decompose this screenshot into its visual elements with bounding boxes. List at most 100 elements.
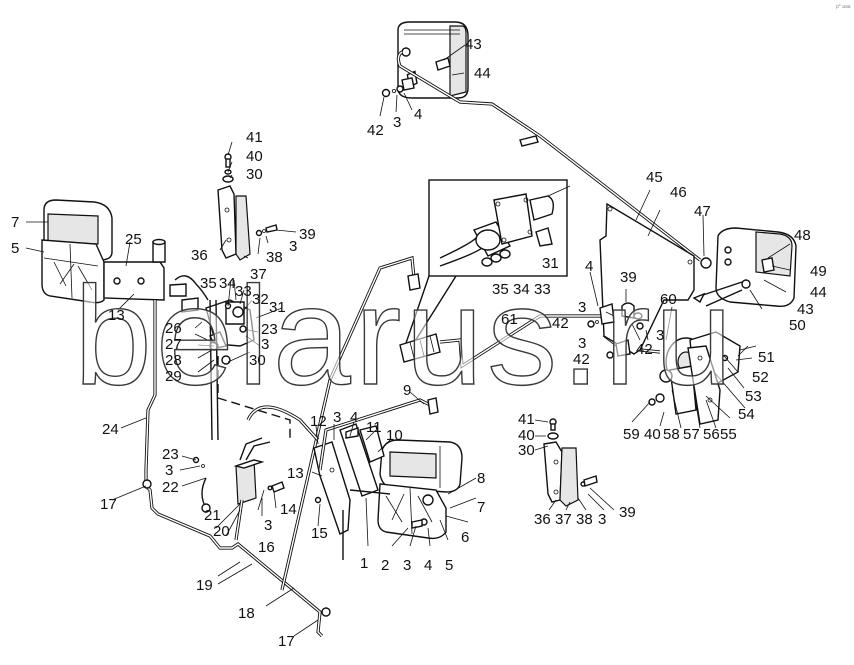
part-label: 44 bbox=[810, 284, 827, 301]
part-label: 7 bbox=[11, 214, 20, 231]
part-label: 13 bbox=[287, 465, 304, 482]
part-label: 18 bbox=[238, 605, 255, 622]
part-label: 48 bbox=[794, 227, 811, 244]
part-label: 60 bbox=[660, 291, 677, 308]
part-label: 34 bbox=[219, 275, 236, 292]
part-label: 9 bbox=[403, 382, 412, 399]
part-label: 44 bbox=[474, 65, 491, 82]
part-label: 3 bbox=[578, 299, 587, 316]
part-label: 42 bbox=[552, 315, 569, 332]
part-label: 21 bbox=[204, 507, 221, 524]
part-label: 3 bbox=[578, 335, 587, 352]
socket-detail-inset bbox=[404, 179, 571, 347]
part-label: 20 bbox=[213, 523, 230, 540]
part-label: 3 bbox=[261, 336, 270, 353]
part-label: 23 bbox=[162, 446, 179, 463]
central-connector-cluster bbox=[169, 275, 255, 441]
part-label: 17 bbox=[278, 633, 295, 650]
part-label: 16 bbox=[258, 539, 275, 556]
part-label: 58 bbox=[663, 426, 680, 443]
part-label: 30 bbox=[518, 442, 535, 459]
front-right-headlamp bbox=[339, 423, 463, 540]
part-label: 34 bbox=[513, 281, 530, 298]
part-label: 40 bbox=[644, 426, 661, 443]
part-label: 47 bbox=[694, 203, 711, 220]
leader-lines bbox=[25, 44, 791, 637]
part-label: 25 bbox=[125, 231, 142, 248]
part-label: 43 bbox=[797, 301, 814, 318]
part-label: 5 bbox=[11, 240, 20, 257]
part-label: 45 bbox=[646, 169, 663, 186]
part-label: 3 bbox=[403, 557, 412, 574]
part-label: 3 bbox=[656, 327, 665, 344]
part-label: 4 bbox=[350, 409, 359, 426]
part-label: 3 bbox=[598, 511, 607, 528]
part-label: 23 bbox=[261, 321, 278, 338]
part-label: 42 bbox=[367, 122, 384, 139]
part-label: 30 bbox=[246, 166, 263, 183]
part-label: 5 bbox=[445, 557, 454, 574]
part-label: 41 bbox=[246, 129, 263, 146]
part-label: 39 bbox=[619, 504, 636, 521]
part-label: 37 bbox=[555, 511, 572, 528]
part-label: 1 bbox=[360, 555, 369, 572]
part-label: 3 bbox=[289, 238, 298, 255]
part-label: 33 bbox=[534, 281, 551, 298]
part-label: 3 bbox=[393, 114, 402, 131]
part-label: 17 bbox=[100, 496, 117, 513]
part-label: 15 bbox=[311, 525, 328, 542]
part-label: 61 bbox=[501, 311, 518, 328]
part-label: 39 bbox=[620, 269, 637, 286]
part-label: 49 bbox=[810, 263, 827, 280]
part-label: 19 bbox=[196, 577, 213, 594]
part-label: 53 bbox=[745, 388, 762, 405]
part-label: 40 bbox=[246, 148, 263, 165]
part-label: 8 bbox=[477, 470, 486, 487]
part-label: 51 bbox=[758, 349, 775, 366]
part-label: 37 bbox=[250, 266, 267, 283]
part-label: 26 bbox=[165, 320, 182, 337]
part-label: 56 bbox=[703, 426, 720, 443]
part-label: 32 bbox=[252, 291, 269, 308]
part-label: 35 bbox=[200, 275, 217, 292]
part-label: 40 bbox=[518, 427, 535, 444]
part-label: 59 bbox=[623, 426, 640, 443]
part-label: 11 bbox=[366, 419, 382, 436]
part-label: 7 bbox=[477, 499, 486, 516]
part-label: 22 bbox=[162, 479, 179, 496]
part-label: 30 bbox=[249, 352, 266, 369]
part-label: 3 bbox=[264, 517, 273, 534]
part-label: 2 bbox=[381, 557, 390, 574]
part-label: 27 bbox=[165, 336, 182, 353]
part-label: 52 bbox=[752, 369, 769, 386]
part-label: 43 bbox=[465, 36, 482, 53]
part-label: 39 bbox=[299, 226, 316, 243]
upper-bracket bbox=[217, 153, 278, 261]
rear-panel bbox=[587, 202, 695, 359]
part-label: 31 bbox=[269, 299, 286, 316]
part-label: 42 bbox=[573, 351, 590, 368]
part-label: 3 bbox=[165, 462, 174, 479]
part-label: 36 bbox=[534, 511, 551, 528]
part-label: 4 bbox=[585, 258, 594, 275]
part-label: 4 bbox=[424, 557, 433, 574]
part-label: 42 bbox=[636, 341, 653, 358]
part-label: 54 bbox=[738, 406, 755, 423]
part-label: 35 bbox=[492, 281, 509, 298]
part-label: 6 bbox=[461, 529, 470, 546]
part-label: 38 bbox=[576, 511, 593, 528]
part-label: 14 bbox=[280, 501, 297, 518]
lower-bracket bbox=[543, 418, 598, 507]
part-label: 13 bbox=[108, 307, 125, 324]
part-label: 36 bbox=[191, 247, 208, 264]
part-label: 57 bbox=[683, 426, 700, 443]
horn-assembly bbox=[648, 331, 757, 425]
part-label: 31 bbox=[542, 255, 559, 272]
part-label: 46 bbox=[670, 184, 687, 201]
part-label: 29 bbox=[165, 368, 182, 385]
part-label: 38 bbox=[266, 249, 283, 266]
part-label: 55 bbox=[720, 426, 737, 443]
part-label: 3 bbox=[333, 409, 342, 426]
top-work-lamp bbox=[381, 21, 469, 99]
